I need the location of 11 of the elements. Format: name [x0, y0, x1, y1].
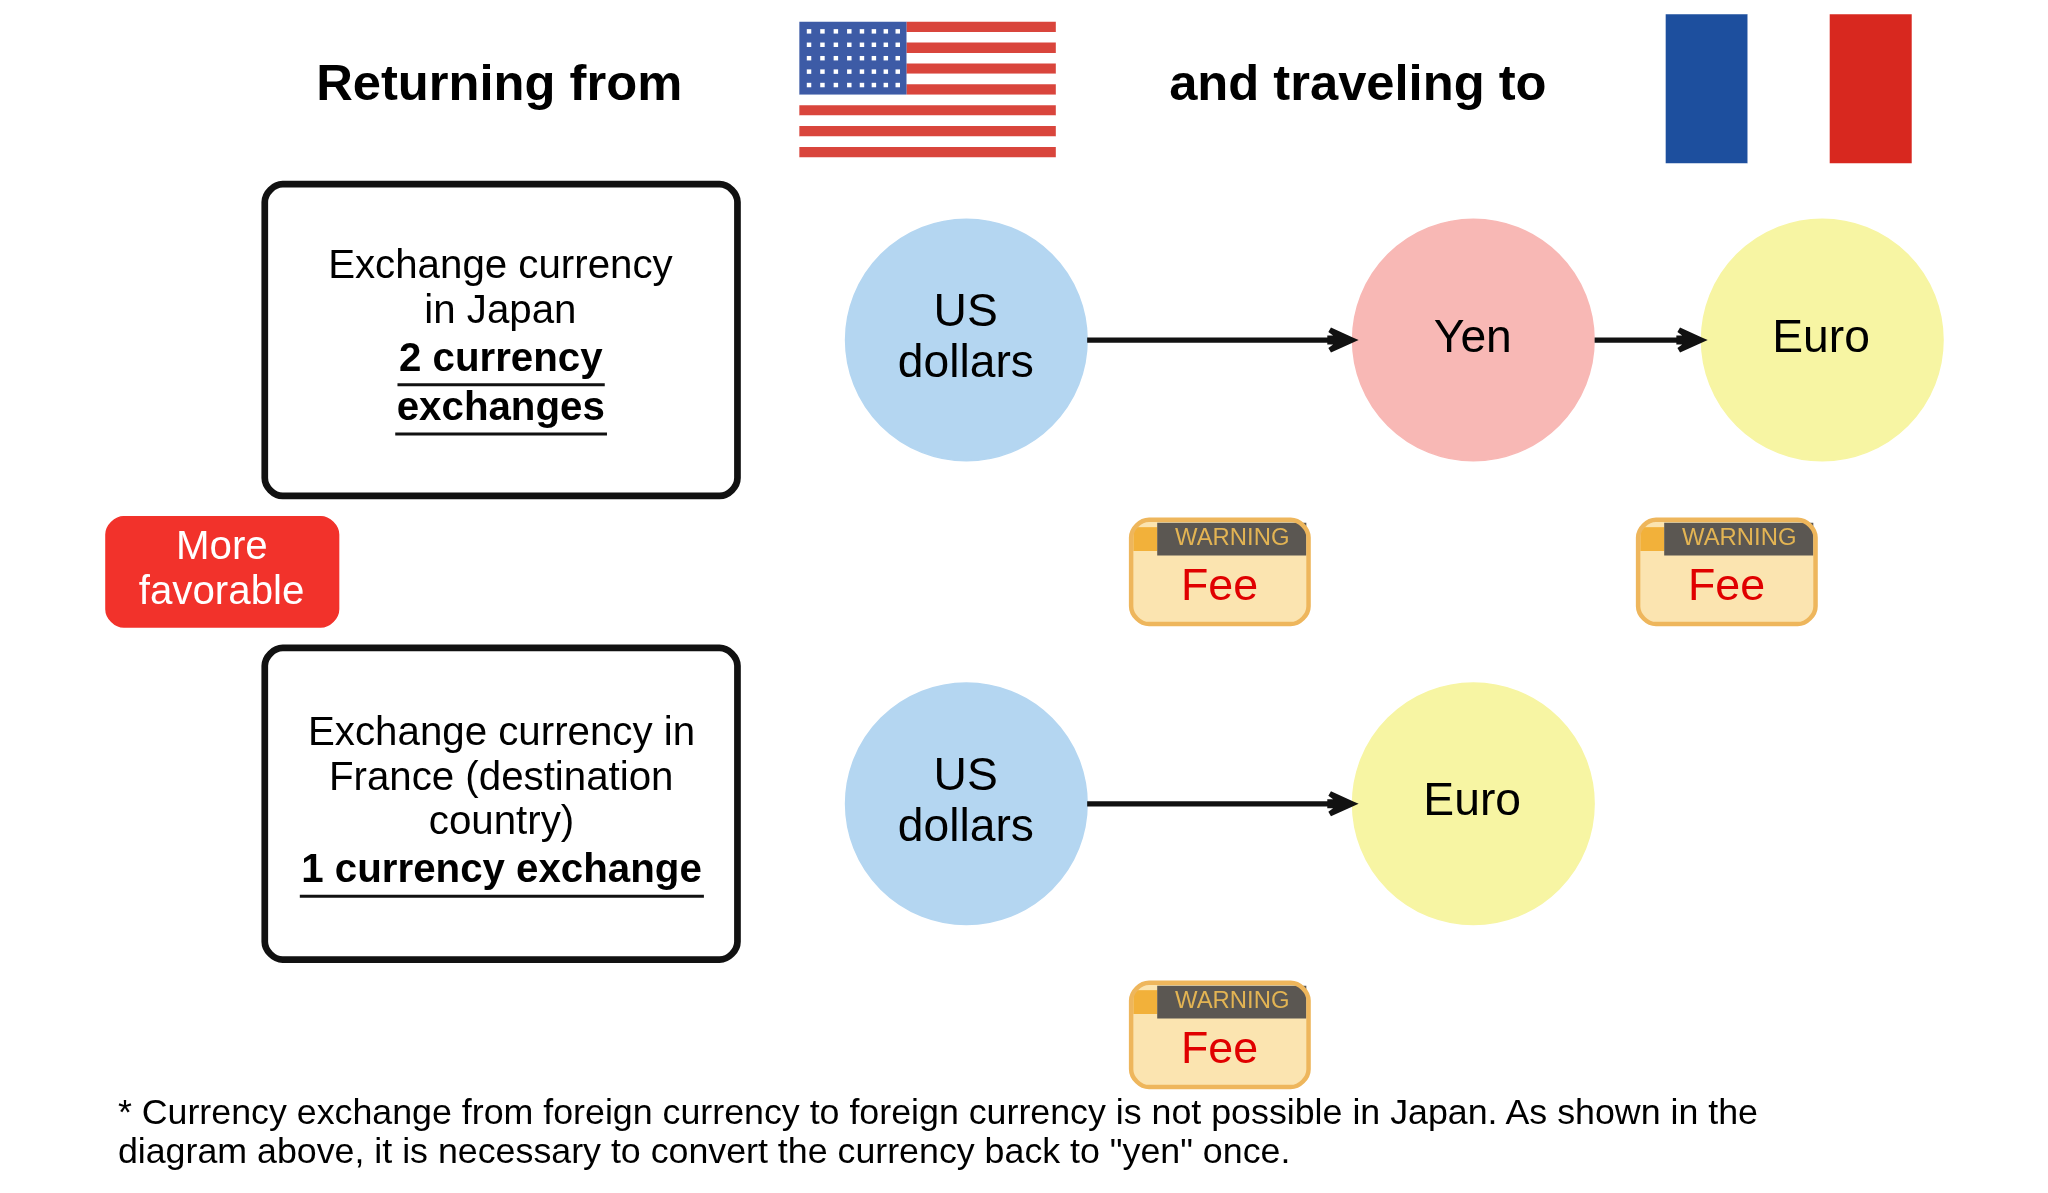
node-box: Exchange currency in France (destination country) 1 currency exchange: [260, 644, 741, 963]
node-circle: US dollars: [844, 682, 1088, 926]
node-circle: Euro: [1351, 682, 1595, 926]
node-circle: Euro: [1700, 218, 1944, 462]
label: Returning from: [315, 54, 682, 112]
node-box: More favorable: [104, 515, 339, 628]
node-circle: Yen: [1351, 218, 1595, 462]
caption: * Currency exchange from foreign currency to foreign currency is not possible in Japan. As shown in the diagram above, it is necessary to convert the currency back to "yen" once.: [117, 1091, 1758, 1171]
node-box: Exchange currency in Japan 2 currency exchanges: [260, 180, 741, 500]
label: and traveling to: [1168, 54, 1547, 112]
node-circle: US dollars: [844, 218, 1088, 462]
